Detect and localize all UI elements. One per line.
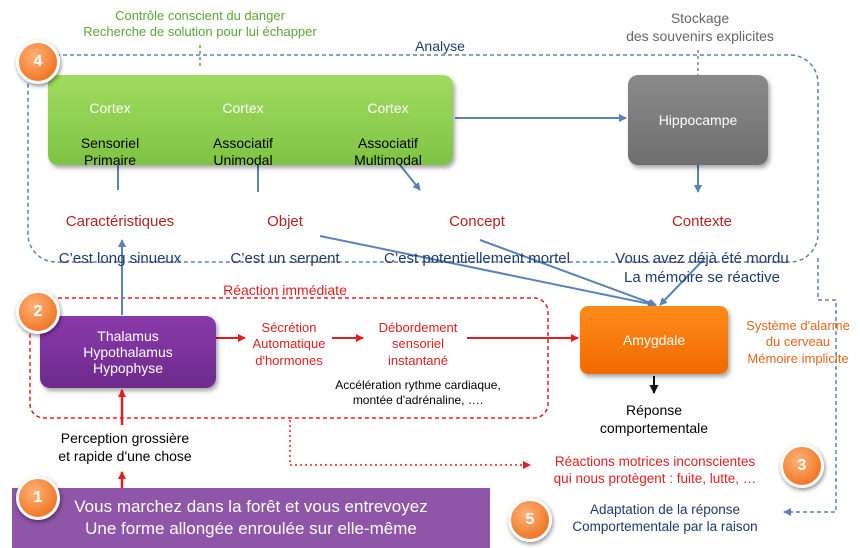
cortex-multimodal-title: Cortex — [367, 99, 409, 116]
adaptation: Adaptation de la réponse Comportementale… — [572, 502, 758, 534]
cortex-sensoriel-body: Sensoriel Primaire — [80, 134, 140, 169]
cortex-multimodal: Cortex Associatif Multimodal — [328, 82, 448, 187]
concept-text: C’est potentiellement mortel — [384, 250, 570, 268]
reaction-immediate-label: Réaction immédiate — [223, 282, 347, 298]
cortex-multimodal-body: Associatif Multimodal — [354, 134, 422, 169]
debordement: Débordement sensoriel instantané — [378, 320, 458, 368]
acceleration: Accélération rythme cardiaque, montée d'… — [335, 378, 501, 407]
cortex-unimodal: Cortex Associatif Unimodal — [188, 82, 298, 187]
cortex-unimodal-body: Associatif Unimodal — [213, 134, 273, 169]
objet: Objet C’est un serpent — [210, 194, 360, 288]
reponse: Réponse comportementale — [599, 402, 709, 436]
analyse-region — [27, 54, 819, 263]
cortex-sensoriel-title: Cortex — [89, 99, 131, 116]
objet-text: C’est un serpent — [230, 250, 340, 268]
step-5-badge: 5 — [508, 498, 552, 542]
step-2-badge: 2 — [16, 290, 60, 334]
reaction-region — [29, 297, 549, 419]
contexte-label: Contexte — [671, 212, 733, 230]
caracteristiques-text: C’est long sinueux — [58, 250, 182, 268]
contexte: Contexte Vous avez déjà été mordu La mém… — [592, 194, 812, 307]
systeme-alarme: Système d'alarme du cerveau Mémoire impl… — [746, 318, 850, 366]
top-left-note: Contrôle conscient du danger Recherche d… — [83, 8, 317, 40]
step-3-badge: 3 — [780, 444, 824, 488]
situation-box: Vous marchez dans la forêt et vous entre… — [12, 488, 490, 548]
hippocampe-box: Hippocampe — [628, 75, 768, 165]
cortex-unimodal-title: Cortex — [222, 99, 264, 116]
analyse-label: Analyse — [415, 38, 465, 54]
contexte-text: Vous avez déjà été mordu La mémoire se r… — [615, 250, 789, 286]
arrow-objet-amygdale — [319, 235, 656, 308]
caracteristiques-label: Caractéristiques — [65, 212, 175, 230]
step-1-badge: 1 — [16, 476, 60, 520]
arrow-contexte-amygdale — [659, 257, 706, 306]
perception: Perception grossière et rapide d'une cho… — [58, 430, 192, 464]
arrow-reaction-motrices — [289, 420, 531, 469]
concept-label: Concept — [449, 212, 505, 230]
cortex-box — [48, 75, 453, 165]
concept: Concept C’est potentiellement mortel — [362, 194, 592, 288]
step-4-badge: 4 — [16, 40, 60, 84]
top-right-note: Stockage des souvenirs explicites — [626, 10, 774, 44]
arrow-concept-amygdale — [479, 239, 657, 307]
thalamus-box: Thalamus Hypothalamus Hypophyse — [40, 316, 216, 388]
amygdale-box: Amygdale — [580, 306, 728, 374]
caracteristiques: Caractéristiques C’est long sinueux — [40, 194, 200, 288]
arrow-alarme-raison — [783, 258, 837, 516]
objet-label: Objet — [267, 212, 303, 230]
reactions-motrices: Réactions motrices inconscientes qui nou… — [553, 454, 757, 486]
secretion: Sécrétion Automatique d'hormones — [252, 320, 326, 368]
cortex-sensoriel: Cortex Sensoriel Primaire — [55, 82, 165, 187]
